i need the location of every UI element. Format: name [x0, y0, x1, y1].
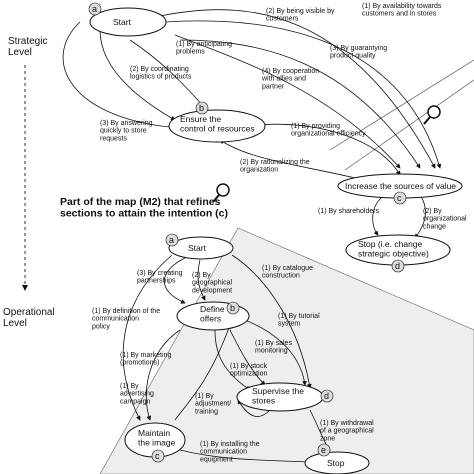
guide-line: [329, 59, 474, 151]
edge: [62, 21, 181, 131]
operational-stop-node: [304, 451, 370, 474]
svg-text:d: d: [324, 391, 329, 401]
edge: [122, 254, 173, 421]
increase-value-label: Increase the sources of value: [345, 181, 456, 191]
svg-text:b: b: [230, 303, 235, 313]
svg-text:(1) By marketing(promotions): (1) By marketing(promotions): [120, 352, 171, 367]
operational-stop-label: Stop: [327, 458, 345, 468]
edge: [372, 194, 386, 236]
magnifier-icon: [212, 183, 230, 203]
edge: [179, 449, 311, 465]
svg-text:c: c: [155, 451, 160, 461]
edge: [231, 254, 312, 389]
svg-text:c: c: [397, 193, 402, 203]
magnifier-icon: [423, 105, 441, 125]
svg-text:b: b: [199, 103, 204, 113]
edge: [229, 329, 266, 386]
operational-letter-markers: a b c d e: [151, 233, 334, 463]
strategic-start-node: [89, 7, 167, 37]
edge: [159, 9, 436, 169]
edge: [197, 259, 206, 301]
svg-text:(1) By shareholders: (1) By shareholders: [318, 208, 380, 215]
ensure-control-node: [168, 109, 266, 143]
strategic-letter-markers: a b c d: [88, 2, 407, 273]
svg-text:e: e: [321, 445, 326, 455]
svg-text:d: d: [395, 261, 400, 271]
edge: [219, 139, 356, 179]
edge: [254, 123, 401, 176]
svg-text:a: a: [92, 4, 97, 14]
edge: [174, 34, 401, 169]
operational-start-node: [168, 236, 234, 260]
edge: [179, 39, 421, 169]
edge: [145, 329, 181, 421]
edge: [237, 399, 271, 417]
svg-text:a: a: [169, 235, 174, 245]
strategic-start-label: Start: [113, 17, 132, 27]
operational-start-label: Start: [188, 243, 207, 253]
edge: [244, 319, 307, 386]
edge: [99, 29, 176, 121]
edge: [163, 257, 186, 304]
edge: [174, 324, 231, 421]
edge: [214, 329, 251, 391]
edge: [414, 194, 426, 239]
edge: [164, 20, 442, 169]
edge: [129, 39, 206, 109]
